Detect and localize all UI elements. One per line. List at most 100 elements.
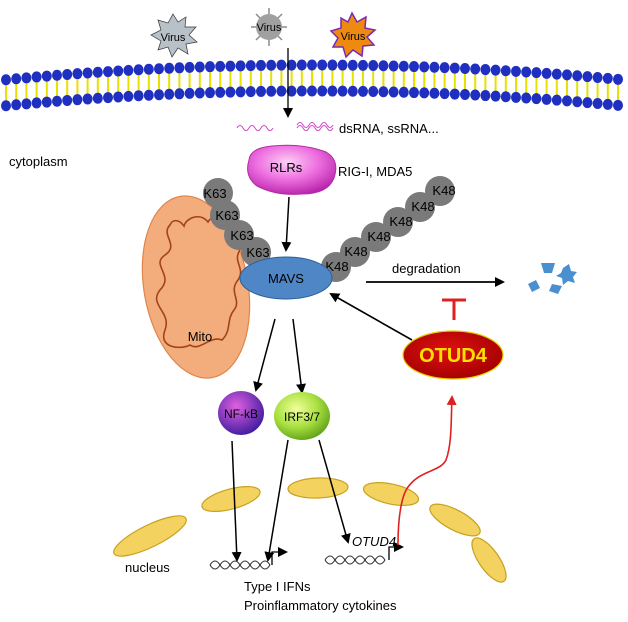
- lipid-head: [31, 71, 42, 83]
- k48-ubiquitin-chain: K48 K48 K48 K48 K48 K48: [321, 176, 456, 282]
- irf37-protein: IRF3/7: [274, 392, 330, 440]
- lipid-head: [613, 73, 623, 85]
- lipid-head: [572, 96, 583, 108]
- lipid-head: [368, 86, 379, 98]
- virus-label: Virus: [341, 31, 366, 43]
- virus-2: Virus: [251, 8, 287, 46]
- k48-bead: [361, 222, 391, 252]
- lipid-head: [470, 63, 481, 75]
- lipid-head: [82, 93, 93, 105]
- lipid-head: [133, 90, 144, 102]
- lipid-head: [531, 93, 542, 105]
- lipid-head: [582, 97, 593, 109]
- k48-label: K48: [411, 199, 434, 214]
- lipid-head: [500, 91, 511, 103]
- k63-label: K63: [246, 245, 269, 260]
- lipid-head: [307, 59, 317, 71]
- lipid-head: [11, 73, 22, 85]
- lipid-head: [429, 61, 440, 73]
- k48-bead: [425, 176, 455, 206]
- lipid-head: [490, 64, 501, 76]
- lipid-head: [164, 88, 175, 100]
- lipid-head: [164, 62, 175, 74]
- lipid-head: [358, 59, 368, 71]
- lipid-head: [174, 88, 185, 100]
- lipid-head: [92, 92, 103, 104]
- lipid-head: [409, 87, 419, 99]
- k48-label: K48: [325, 259, 348, 274]
- lipid-head: [337, 59, 348, 71]
- lipid-head: [245, 86, 256, 98]
- nfkb-protein: NF-kB: [218, 391, 264, 435]
- lipid-head: [460, 89, 470, 101]
- lipid-head: [429, 87, 440, 99]
- lipid-head: [143, 63, 154, 75]
- rlrs-label: RLRs: [270, 160, 303, 175]
- lipid-head: [409, 61, 419, 73]
- lipid-head: [92, 66, 103, 78]
- lipid-head: [123, 64, 134, 76]
- rlrs-protein: RLRs: [247, 144, 337, 195]
- lipid-head: [296, 59, 307, 71]
- cell-membrane: [1, 59, 623, 112]
- virus-label: Virus: [161, 32, 186, 44]
- otud4-to-mavs-arrow: [329, 293, 413, 341]
- lipid-head: [62, 94, 73, 106]
- k48-label: K48: [389, 214, 412, 229]
- lipid-head: [572, 70, 583, 82]
- k63-label: K63: [203, 186, 226, 201]
- promoter-1-icon: [271, 547, 288, 565]
- k63-label: K63: [230, 228, 253, 243]
- lipid-head: [398, 86, 409, 98]
- lipid-head: [256, 59, 266, 71]
- lipid-head: [460, 63, 470, 75]
- mito-label: Mito: [188, 329, 213, 344]
- virus-label: Virus: [257, 22, 282, 34]
- lipid-head: [41, 70, 52, 82]
- dsrna-icon: [236, 124, 274, 132]
- otud4-induction-arrow: [397, 395, 457, 546]
- lipid-head: [317, 85, 328, 97]
- type-i-ifns-label: Type I IFNs: [244, 579, 311, 594]
- rlrs-to-mavs-arrow: [281, 196, 292, 252]
- k48-label: K48: [344, 244, 367, 259]
- lipid-head: [62, 68, 73, 80]
- lipid-head: [347, 59, 358, 71]
- lipid-head: [602, 98, 613, 110]
- lipid-head: [72, 94, 83, 106]
- lipid-head: [225, 86, 236, 98]
- lipid-head: [500, 65, 511, 77]
- mavs-protein: MAVS: [239, 256, 333, 300]
- lipid-head: [551, 94, 562, 106]
- k63-label: K63: [215, 208, 238, 223]
- lipid-head: [31, 97, 42, 109]
- lipid-head: [449, 88, 460, 100]
- nfkb-to-dna-arrow: [231, 440, 242, 562]
- lipid-head: [235, 60, 246, 72]
- lipid-head: [21, 98, 32, 110]
- lipid-head: [327, 59, 338, 71]
- otud4-label: OTUD4: [419, 345, 488, 367]
- lipid-head: [317, 59, 328, 71]
- lipid-head: [133, 64, 144, 76]
- lipid-head: [174, 62, 185, 74]
- lipid-head: [286, 59, 297, 71]
- proinflammatory-cytokines-label: Proinflammatory cytokines: [244, 598, 397, 613]
- irf-to-otud4-gene-arrow: [318, 439, 351, 544]
- otud4-protein: OTUD4: [402, 330, 504, 380]
- lipid-head: [602, 72, 613, 84]
- rlrs-members-label: RIG-I, MDA5: [338, 164, 412, 179]
- lipid-head: [1, 100, 11, 112]
- k48-label: K48: [432, 183, 455, 198]
- lipid-head: [327, 85, 338, 97]
- lipid-head: [439, 88, 450, 100]
- lipid-head: [256, 85, 266, 97]
- virus-1: Virus: [150, 13, 198, 58]
- lipid-head: [296, 85, 307, 97]
- k48-label: K48: [367, 229, 390, 244]
- mavs-to-nfkb-arrow: [253, 318, 276, 392]
- lipid-head: [521, 66, 532, 78]
- k48-bead: [405, 192, 435, 222]
- lipid-head: [123, 90, 134, 102]
- lipid-head: [419, 87, 430, 99]
